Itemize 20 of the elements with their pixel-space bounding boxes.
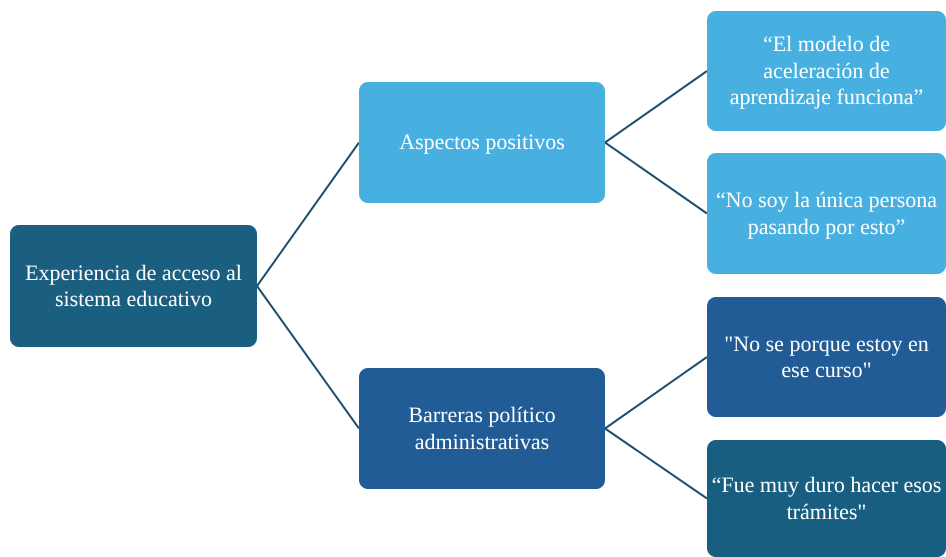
connector-line [604,70,708,144]
node-label: "No se porque estoy en ese curso" [723,330,930,384]
connector-line [604,142,708,214]
category-box [707,11,946,131]
node-label: “Fue muy duro hacer esos trámites" [711,472,942,525]
connector-line [604,356,708,430]
connector-line [256,285,360,430]
node-label: Barreras político administrativas [407,402,557,455]
category-box [359,82,605,203]
category-box [359,368,605,489]
node-label: “No soy la única persona pasando por esto” [714,187,938,240]
connector-line [604,428,708,500]
category-box [707,440,946,557]
node-label: Experiencia de acceso al sistema educativo [24,260,243,312]
category-box [707,153,946,274]
node-label: Aspectos positivos [399,129,565,156]
root-box [10,225,257,347]
node-label: “El modelo de aceleración de aprendizaje funciona” [728,31,924,111]
category-box [707,297,946,417]
connector-line [256,142,360,287]
